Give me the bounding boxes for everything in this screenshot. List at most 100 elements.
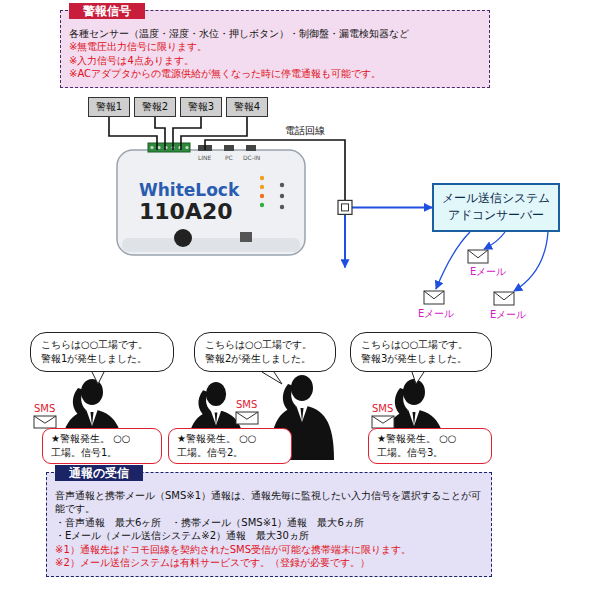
connector	[173, 117, 201, 150]
email-label: Eメール	[470, 265, 506, 279]
envelope-body	[494, 292, 514, 305]
terminal-screw	[157, 146, 160, 149]
envelope-icon	[494, 292, 514, 305]
terminal-block	[148, 143, 190, 152]
connector	[109, 117, 157, 150]
alarm-input-box: 警報1	[88, 97, 130, 117]
person-head	[291, 375, 313, 401]
envelope-icon	[424, 291, 444, 304]
tie	[215, 412, 218, 425]
node-text: 警報1	[89, 100, 129, 114]
person-head	[206, 382, 226, 406]
node-text: WhiteLock	[139, 180, 305, 200]
node-text: こちらは○○工場です。 警報2が発生しました。	[205, 338, 325, 366]
connector	[181, 117, 247, 150]
envelope-icon	[236, 412, 258, 424]
envelope-body	[372, 416, 394, 428]
person-head	[81, 379, 103, 405]
node-text: ★警報発生。 ○○工場。信号3。	[377, 432, 483, 460]
alarm-input-box: 警報2	[134, 97, 176, 117]
connector-line	[155, 117, 165, 150]
node-text: ※無電圧出力信号に限ります。	[69, 40, 481, 54]
speech-bubble: こちらは○○工場です。 警報1が発生しました。	[30, 332, 174, 372]
node-text: メール送信システム アドコンサーバー	[438, 190, 554, 225]
envelope-flap	[468, 250, 488, 258]
envelope-flap	[424, 291, 444, 299]
email-label: Eメール	[418, 307, 454, 321]
terminal-screw	[185, 146, 188, 149]
sms-message-box: ★警報発生。 ○○工場。信号2。	[168, 428, 292, 464]
tie	[413, 412, 416, 426]
envelope-flap	[494, 292, 514, 300]
shirt-collar	[296, 405, 308, 422]
node-text: 警報2	[135, 100, 175, 114]
sms-message-box: ★警報発生。 ○○工場。信号1。	[42, 428, 162, 464]
panel-heading: 通報の受信	[55, 465, 143, 481]
led	[260, 194, 264, 198]
envelope-flap	[236, 412, 258, 419]
pc-port	[224, 145, 234, 151]
bubble-tail	[412, 372, 424, 384]
node-text: こちらは○○工場です。 警報1が発生しました。	[41, 338, 163, 366]
shirt-collar	[408, 409, 420, 426]
envelope-body	[468, 250, 488, 263]
sms-message-box: ★警報発生。 ○○工場。信号3。	[368, 428, 492, 464]
alarm-signal-panel: 警報信号各種センサー（温度・湿度・水位・押しボタン）・制御盤・漏電検知器など※無…	[60, 10, 490, 88]
shirt-collar	[86, 409, 98, 426]
phone-jack	[338, 200, 352, 214]
phone-hand	[283, 384, 296, 412]
port-label: DC-IN	[243, 154, 260, 161]
envelope-flap	[34, 416, 56, 423]
node-text: 警報4	[227, 100, 267, 114]
bubble-tail	[92, 372, 104, 384]
envelope-body	[34, 416, 56, 428]
led	[280, 205, 284, 209]
alarm-input-box: 警報4	[226, 97, 268, 117]
node-text: こちらは○○工場です。 警報3が発生しました。	[361, 338, 481, 366]
envelope-flap	[372, 416, 394, 423]
sms-label: SMS	[236, 399, 257, 410]
node-text: 警報3	[181, 100, 221, 114]
led	[280, 194, 284, 198]
bubble-tail	[262, 372, 282, 384]
sms-label: SMS	[34, 403, 55, 414]
phone-hand	[73, 388, 86, 416]
node-text: ★警報発生。 ○○工場。信号1。	[51, 432, 153, 460]
edge-label: 電話回線	[283, 124, 327, 138]
envelope-body	[424, 291, 444, 304]
node-text: ※1）通報先はドコモ回線を契約されたSMS受信が可能な携帯端末に限ります。	[55, 543, 483, 557]
envelope-body	[236, 412, 258, 424]
shirt-collar	[210, 410, 221, 426]
connector-layer	[109, 117, 432, 267]
node-text: ・音声通報 最大6ヶ所 ・携帯メール（SMS※1）通報 最大6ヵ所	[55, 516, 483, 530]
device-housing	[117, 150, 305, 255]
led	[260, 203, 264, 207]
node-text: ・Eメール（メール送信システム※2）通報 最大30ヵ所	[55, 529, 483, 543]
phone-jack-socket	[342, 204, 349, 211]
node-text: 音声通報と携帯メール（SMS※1）通報は、通報先毎に監視したい入力信号を選択する…	[55, 489, 483, 516]
node-text: ※入力信号は4点あります。	[69, 54, 481, 68]
panel-heading: 警報信号	[69, 3, 145, 19]
device-box: WhiteLock110A20	[117, 150, 305, 255]
connector-line	[352, 206, 432, 208]
envelope-icon	[34, 416, 56, 428]
node-text: ※2）メール送信システムは有料サービスです。（登録が必要です。）	[55, 556, 483, 570]
power-switch	[240, 232, 252, 242]
envelope-icon	[468, 250, 488, 263]
server-box: メール送信システム アドコンサーバー	[432, 183, 560, 232]
connector	[155, 117, 165, 150]
phone-hand	[198, 390, 210, 416]
alarm-input-box: 警報3	[180, 97, 222, 117]
connector	[205, 140, 432, 267]
node-text: ※ACアダプタからの電源供給が無くなった時に停電通報も可能です。	[69, 67, 481, 81]
mail-arrow	[436, 232, 470, 289]
device-base	[122, 238, 300, 252]
port-label: PC	[225, 154, 233, 161]
node-text: 110A20	[139, 200, 305, 224]
led	[280, 183, 284, 187]
select-knob	[174, 229, 192, 247]
envelope-icon	[372, 416, 394, 428]
phone-hand	[395, 388, 408, 416]
connector-line	[181, 117, 247, 150]
